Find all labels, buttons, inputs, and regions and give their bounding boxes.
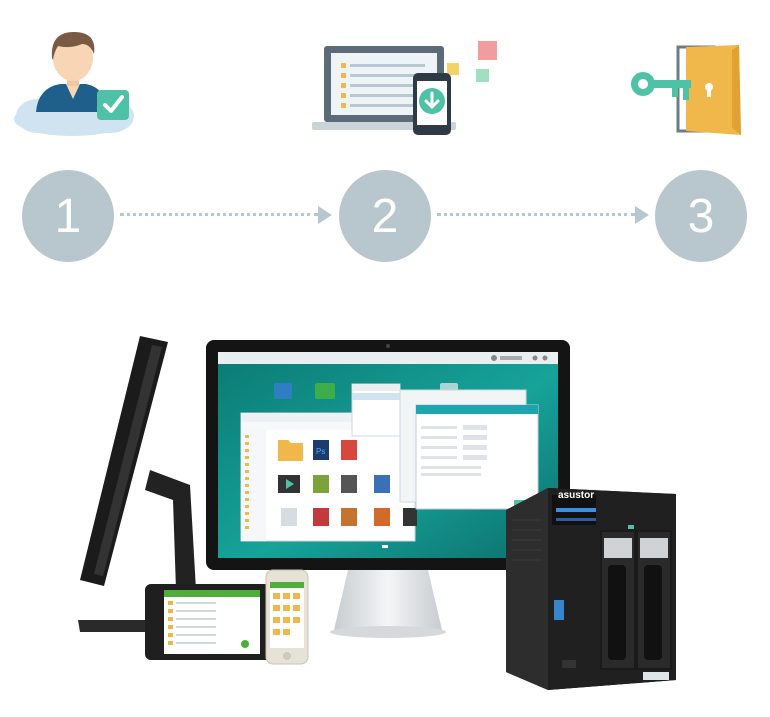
step-connector (120, 213, 318, 216)
devices-illustration: Ps (78, 336, 676, 690)
desktop-monitor: Ps (206, 340, 570, 638)
phone-device (265, 569, 309, 665)
laptop-phone-download-icon (312, 41, 497, 135)
user-cloud-check-icon (14, 32, 134, 136)
step-3-circle: 3 (655, 170, 747, 262)
key-door-icon (631, 45, 741, 135)
step-2-number: 2 (371, 189, 399, 243)
step-3-number: 3 (687, 189, 715, 243)
step-2-circle: 2 (339, 170, 431, 262)
nas-brand-label: asustor (558, 490, 594, 501)
svg-text:Ps: Ps (316, 447, 325, 456)
tablet-device (145, 584, 273, 660)
step-connector (437, 213, 635, 216)
nas-device: asustor (506, 488, 676, 690)
step-1-circle: 1 (22, 170, 114, 262)
arrow-right-icon (635, 206, 649, 224)
arrow-right-icon (318, 206, 332, 224)
step-1-number: 1 (54, 189, 82, 243)
